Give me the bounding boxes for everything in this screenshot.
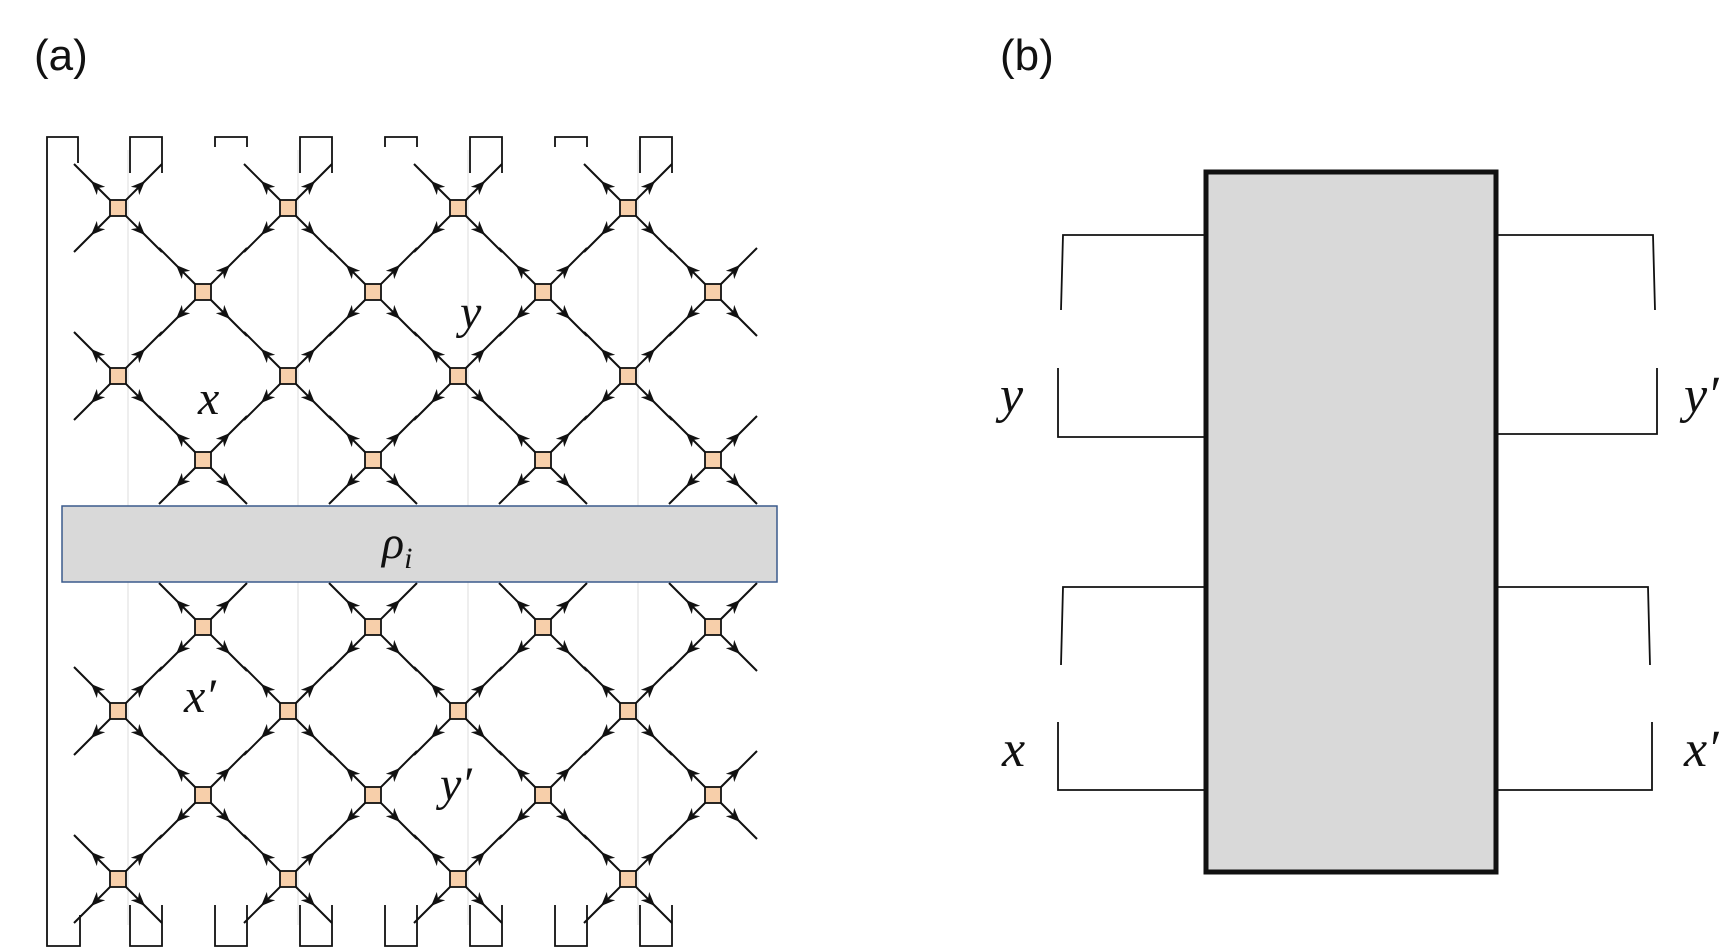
lattice-node [449,199,467,217]
lattice-node [704,786,722,804]
lattice-node [619,702,637,720]
lattice-node [279,367,297,385]
lattice-node [194,451,212,469]
boundary-wire [554,905,588,947]
lattice-node [449,870,467,888]
boundary-wire [469,905,503,947]
boundary-wire [299,905,333,947]
label-y-prime: y′ [435,758,473,811]
label-x-prime: x′ [183,670,217,723]
lattice-node [704,618,722,636]
lattice-node [109,702,127,720]
panel-a: ρi x y x′ y′ [46,136,778,947]
panel-b-label: (b) [1000,31,1054,80]
lattice-node [279,702,297,720]
boundary-wire [129,905,163,947]
lattice-node [279,870,297,888]
right-top-upper-leg [1496,234,1656,311]
lattice-node [109,870,127,888]
lattice-nodes [109,199,722,888]
left-top-upper-leg [1060,234,1205,311]
lattice-node [704,451,722,469]
lattice-node [619,367,637,385]
b-label-y: y [995,367,1024,424]
lattice-node [279,199,297,217]
rho-band [61,505,778,583]
boundary-wires [46,136,673,947]
rho-subscript: i [404,542,412,575]
panel-b [1057,169,1658,875]
lattice-node [194,786,212,804]
boundary-wire [469,136,503,173]
rho-band-label: ρi [380,517,412,575]
boundary-wire [46,136,81,947]
density-matrix-box [1203,169,1499,875]
lattice-node [619,199,637,217]
label-x: x [197,372,219,425]
lattice-node [704,283,722,301]
right-top-lower-leg [1496,368,1658,435]
left-bottom-upper-leg [1060,586,1205,666]
panel-a-label: (a) [34,31,88,80]
lattice-node [194,283,212,301]
lattice-node [194,618,212,636]
boundary-wire [384,136,418,147]
boundary-wire [214,136,248,147]
b-label-x-prime: x′ [1683,721,1720,778]
lattice-node [109,199,127,217]
left-bottom-lower-leg [1057,722,1205,791]
boundary-wire [384,905,418,947]
boundary-wire [639,136,673,173]
lattice-node [449,702,467,720]
left-top-lower-leg [1057,368,1205,438]
boundary-wire [299,136,333,173]
b-label-x: x [1001,721,1025,778]
boundary-wire [129,136,163,173]
boundary-wire [554,136,588,147]
label-y: y [455,286,482,339]
b-label-y-prime: y′ [1679,367,1720,424]
lattice-node [534,451,552,469]
lattice-node [619,870,637,888]
lattice-node [364,283,382,301]
lattice-node [364,451,382,469]
right-bottom-upper-leg [1496,586,1651,666]
lattice-node [534,786,552,804]
lattice-node [364,618,382,636]
lattice-node [534,618,552,636]
boundary-wire [639,905,673,947]
lattice-node [449,367,467,385]
right-bottom-lower-leg [1496,722,1653,791]
boundary-wire [214,905,248,947]
lattice-node [364,786,382,804]
lattice-node [534,283,552,301]
lattice-node [109,367,127,385]
